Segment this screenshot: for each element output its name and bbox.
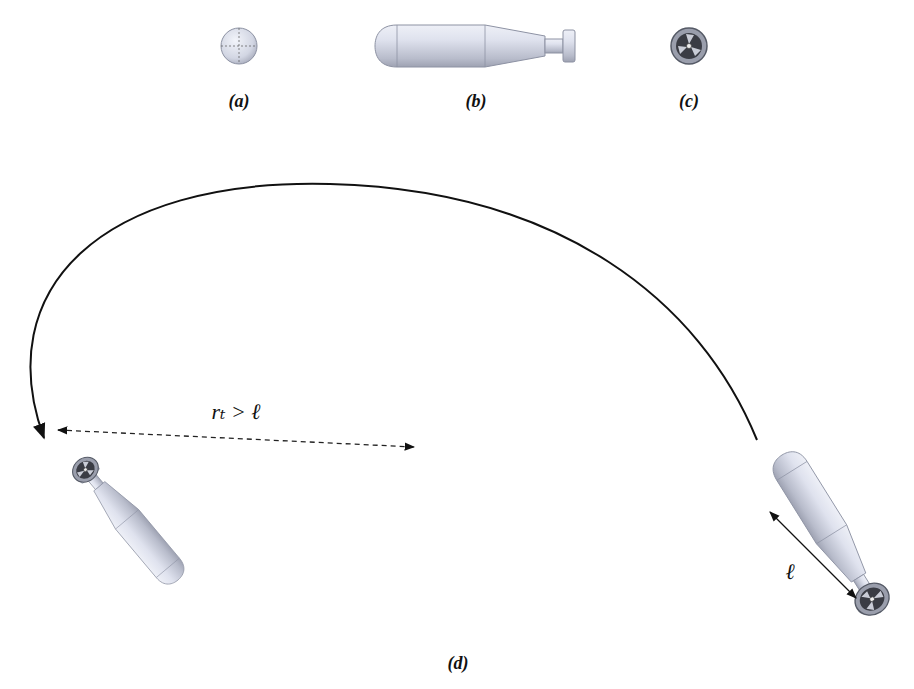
view-label: (a): [229, 92, 250, 112]
dimension-label: rₜ > ℓ: [209, 400, 264, 424]
dimension-label: ℓ: [782, 560, 797, 584]
rear-view: [671, 28, 707, 64]
view-label: (b): [466, 92, 487, 112]
length-dimension: [770, 512, 856, 598]
vehicle-start: [767, 446, 895, 622]
sphere-view: [221, 28, 257, 64]
vehicle-end: [66, 451, 189, 590]
view-label: (c): [679, 92, 699, 112]
side-view: [375, 25, 575, 67]
trajectory-arrow: [30, 184, 757, 440]
turn-radius-dimension: [58, 430, 414, 447]
view-label: (d): [448, 654, 469, 674]
